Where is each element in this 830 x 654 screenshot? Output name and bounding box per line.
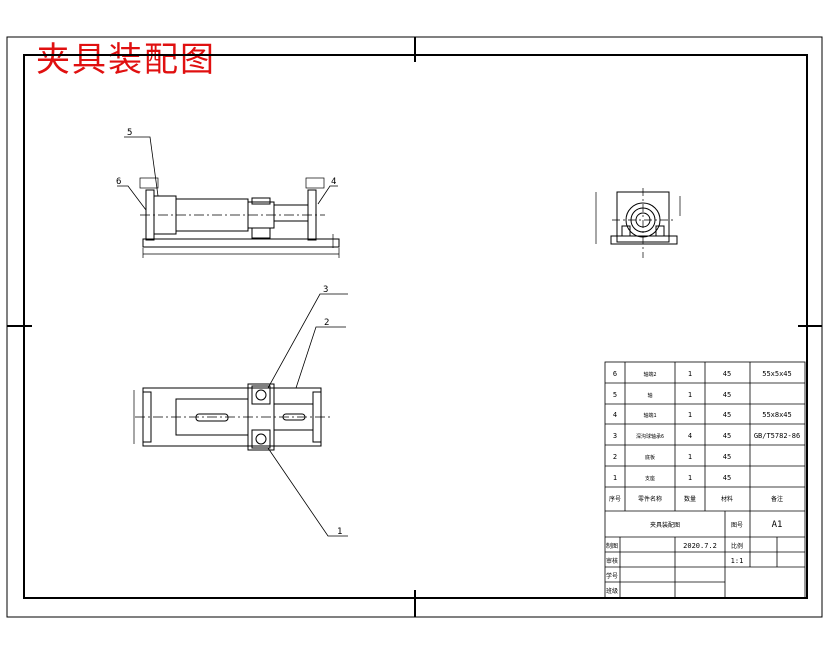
top-view-leaders — [267, 293, 348, 537]
bom-cell-material: 45 — [723, 411, 731, 419]
bom-header-qty: 数量 — [684, 495, 696, 503]
title-block-date: 2020.7.2 — [683, 542, 717, 550]
bom-header-note: 备注 — [771, 495, 783, 503]
bom-header-material: 材料 — [721, 495, 733, 503]
title-block-sheet-label: 图号 — [731, 522, 743, 529]
bom-cell-qty: 1 — [688, 453, 692, 461]
bom-cell-no: 3 — [613, 432, 617, 440]
bom-cell-note: 55x8x45 — [762, 411, 792, 419]
bom-cell-name: 底板 — [645, 454, 655, 461]
title-block-row-label: 审核 — [606, 557, 618, 565]
bom-cell-material: 45 — [723, 391, 731, 399]
bom-cell-qty: 1 — [688, 391, 692, 399]
bom-cell-name: 轴端2 — [643, 371, 656, 378]
title-block-row-label: 班级 — [606, 587, 618, 595]
side-view — [595, 188, 681, 258]
balloon-1: 1 — [337, 527, 342, 537]
bom-cell-no: 6 — [613, 370, 617, 378]
bom-cell-no: 1 — [613, 474, 617, 482]
bom-cell-name: 支座 — [645, 475, 655, 482]
bom-table-lines — [604, 361, 806, 599]
title-block-row-label: 制图 — [606, 542, 618, 550]
bom-cell-name: 轴 — [647, 392, 652, 399]
outer-frame — [6, 36, 823, 618]
bom-cell-material: 45 — [723, 432, 731, 440]
balloon-5: 5 — [127, 128, 132, 138]
title-block-scale-value: 1:1 — [731, 557, 744, 565]
balloon-3: 3 — [323, 285, 328, 295]
bom-cell-qty: 1 — [688, 474, 692, 482]
title-block-drawing-name: 夹具装配图 — [650, 521, 680, 529]
balloon-4: 4 — [331, 177, 336, 187]
bom-cell-no: 5 — [613, 391, 617, 399]
title-block-row-label: 学号 — [606, 572, 618, 580]
bom-cell-no: 2 — [613, 453, 617, 461]
drawing-title: 夹具装配图 — [36, 40, 216, 80]
bom-cell-qty: 1 — [688, 370, 692, 378]
top-view — [133, 383, 330, 451]
bom-cell-qty: 4 — [688, 432, 692, 440]
title-block-sheet-value: A1 — [772, 520, 783, 530]
bom-cell-note: GB/T5782-86 — [754, 432, 800, 440]
bom-header-no: 序号 — [609, 495, 621, 503]
bom-cell-qty: 1 — [688, 411, 692, 419]
balloon-2: 2 — [324, 318, 329, 328]
bom-cell-note: 55x5x45 — [762, 370, 792, 378]
inner-frame — [23, 54, 808, 599]
front-view — [139, 177, 340, 258]
front-view-leaders — [117, 136, 338, 211]
bom-cell-material: 45 — [723, 453, 731, 461]
title-block-scale-label: 比例 — [731, 542, 743, 550]
bom-cell-no: 4 — [613, 411, 617, 419]
center-marks — [7, 37, 822, 617]
balloon-6: 6 — [116, 177, 121, 187]
bom-header-name: 零件名称 — [638, 495, 662, 503]
bom-cell-material: 45 — [723, 474, 731, 482]
bom-cell-name: 深沟球轴承6 — [636, 433, 664, 440]
bom-cell-material: 45 — [723, 370, 731, 378]
bom-table: 6 轴端2 1 45 55x5x45 5 轴 1 45 4 轴端1 1 45 55x8x45 3 深沟球轴承6… — [609, 370, 800, 503]
bom-cell-name: 轴端1 — [643, 412, 656, 419]
